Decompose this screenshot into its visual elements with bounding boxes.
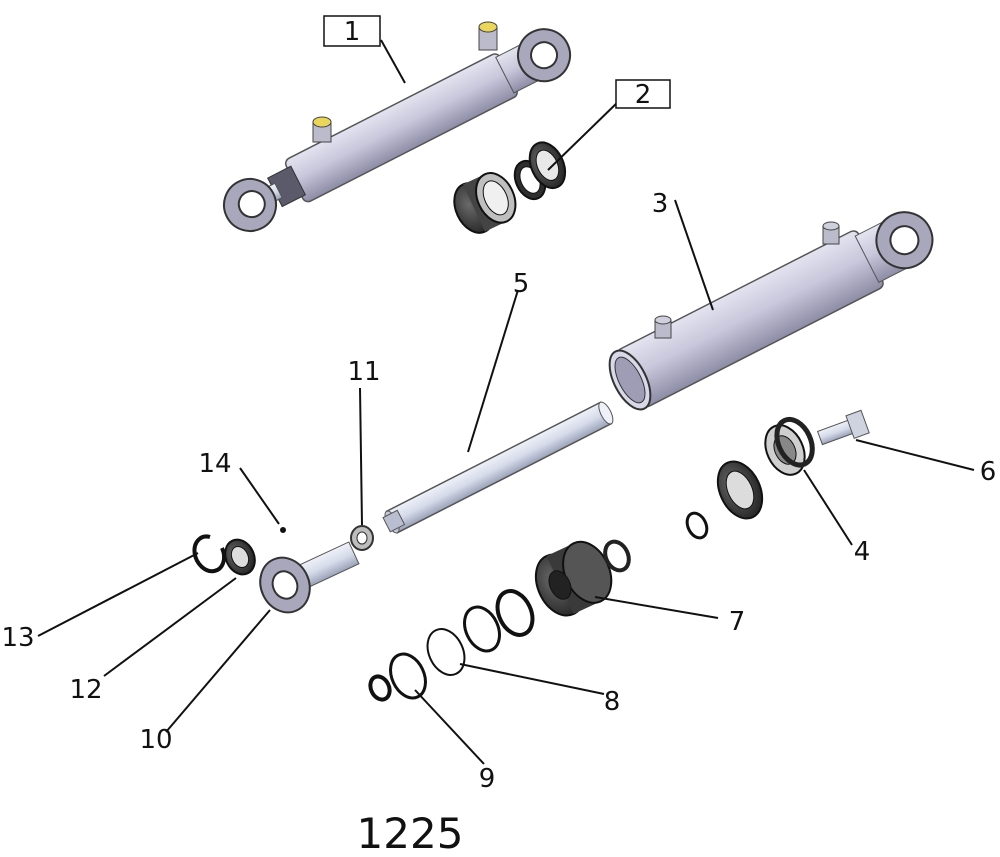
grease-point-part-14 xyxy=(280,527,286,533)
callout-9: 9 xyxy=(479,764,496,794)
callout-2: 2 xyxy=(615,79,671,110)
seal-kit-part-2 xyxy=(453,141,567,234)
bushing-part-12 xyxy=(224,538,256,576)
callout-14: 14 xyxy=(198,449,231,479)
piston-rod-part-5 xyxy=(382,401,614,534)
svg-text:1: 1 xyxy=(344,17,361,47)
part-number-label: 1225 xyxy=(357,809,464,857)
rod-end-eye-part-10 xyxy=(259,541,360,614)
svg-text:2: 2 xyxy=(635,80,652,110)
callout-11: 11 xyxy=(347,357,380,387)
callout-12: 12 xyxy=(69,675,102,705)
callout-6: 6 xyxy=(980,457,997,487)
barrel-part-3 xyxy=(608,211,934,411)
assembled-cylinder-part-1 xyxy=(223,21,572,232)
leader-lines xyxy=(37,39,975,765)
callout-13: 13 xyxy=(1,623,34,653)
callout-5: 5 xyxy=(513,269,530,299)
callout-1: 1 xyxy=(323,15,381,47)
callout-4: 4 xyxy=(854,537,871,567)
seal-rings-part-8-9 xyxy=(368,589,535,702)
nut-part-11 xyxy=(350,525,374,551)
callout-8: 8 xyxy=(604,687,621,717)
callout-10: 10 xyxy=(139,725,172,755)
snap-ring-part-13 xyxy=(192,534,227,574)
gland-part-4 xyxy=(685,416,815,540)
bolt-part-6 xyxy=(816,409,870,446)
callout-3: 3 xyxy=(652,189,669,219)
fitting-icon xyxy=(312,21,498,143)
callout-7: 7 xyxy=(729,607,746,637)
piston-part-7 xyxy=(534,539,631,617)
